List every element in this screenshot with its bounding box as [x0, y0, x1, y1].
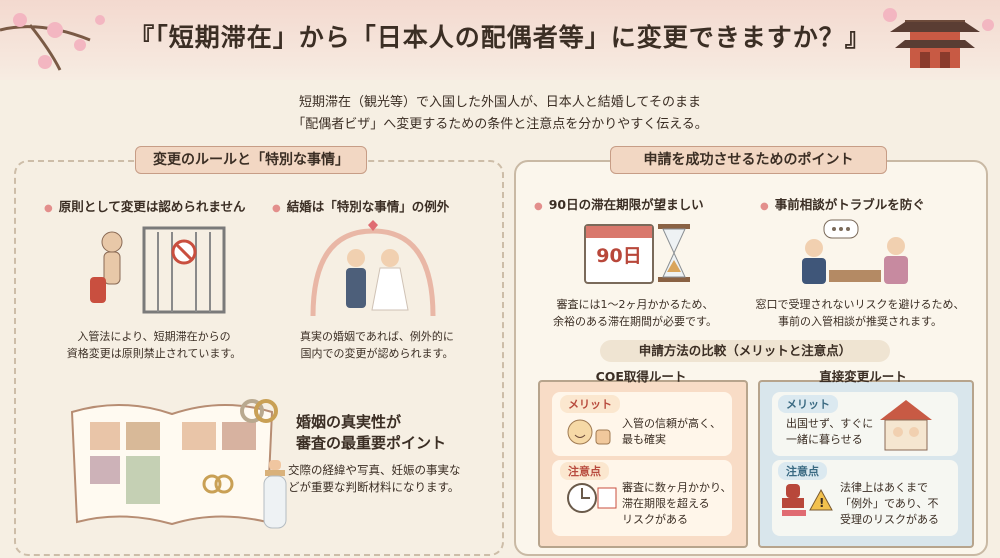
- stay-text-2: 余裕のある滞在期間が必要です。: [553, 315, 717, 328]
- exception-text-1: 真実の婚姻であれば、例外的に: [300, 330, 454, 343]
- coe-merit-2: 最も確実: [622, 433, 666, 446]
- house-icon: [880, 400, 932, 451]
- consult-text-1: 窓口で受理されないリスクを避けるため、: [755, 298, 965, 311]
- rings-icon: [240, 399, 278, 423]
- direct-title: 直接変更ルート: [819, 369, 907, 384]
- title-band: [0, 0, 1000, 80]
- direct-merit-2: 一緒に暮らせる: [786, 433, 863, 446]
- principle-text-2: 資格変更は原則禁止されています。: [66, 347, 242, 360]
- authenticity-text: 交際の経緯や写真、妊娠の事実な どが重要な判断材料になります。: [288, 462, 488, 496]
- stamp-icon: [782, 484, 806, 516]
- stay-text-1: 審査には1～2ヶ月かかるため、: [556, 298, 714, 311]
- warning-icon: !: [809, 488, 833, 511]
- calendar-label: 90日: [596, 245, 642, 267]
- svg-text:!: !: [819, 496, 824, 510]
- direct-caution-label: 注意点: [778, 462, 827, 480]
- page-title: 『「短期滞在」から「日本人の配偶者等」に変更できますか？』: [129, 23, 871, 52]
- intro-line-2: 「配偶者ビザ」へ変更するための条件と注意点を分かりやすく伝える。: [292, 117, 708, 132]
- left-section-header: 変更のルールと「特別な事情」: [135, 146, 367, 174]
- exception-text-2: 国内での変更が認められます。: [300, 347, 454, 360]
- gate-no-entry-icon: [90, 226, 226, 314]
- temple-icon: [883, 8, 994, 68]
- coe-caution-2: 滞在期限を超える: [622, 497, 710, 510]
- direct-caution-2: 「例外」であり、不: [840, 497, 939, 510]
- coe-merit-1: 入管の信頼が高く、: [622, 417, 721, 430]
- authenticity-title-1: 婚姻の真実性が: [296, 413, 402, 431]
- coe-merit-label: メリット: [560, 395, 620, 413]
- direct-merit-label: メリット: [778, 395, 838, 413]
- direct-caution-3: 受理のリスクがある: [840, 513, 939, 526]
- stay-text: 審査には1～2ヶ月かかるため、 余裕のある滞在期間が必要です。: [530, 296, 740, 330]
- authenticity-text-1: 交際の経緯や写真、妊娠の事実な: [288, 463, 461, 477]
- principle-text-1: 入管法により、短期滞在からの: [77, 330, 231, 343]
- principle-heading: 原則として変更は認められません: [44, 196, 246, 215]
- direct-caution-text: 法律上はあくまで 「例外」であり、不 受理のリスクがある: [840, 480, 939, 528]
- wedding-couple-icon: [310, 220, 436, 317]
- thumbs-up-icon: [567, 419, 611, 445]
- baby-bottle-icon: [263, 460, 287, 529]
- principle-text: 入管法により、短期滞在からの 資格変更は原則禁止されています。: [44, 328, 264, 362]
- hourglass-icon: [658, 224, 690, 282]
- direct-caution-1: 法律上はあくまで: [840, 481, 928, 494]
- direct-merit-text: 出国せず、すぐに 一緒に暮らせる: [786, 416, 873, 448]
- coe-caution-1: 審査に数ヶ月かかり、: [622, 481, 732, 494]
- intro-text: 短期滞在（観光等）で入国した外国人が、日本人と結婚してそのまま 「配偶者ビザ」へ…: [220, 92, 780, 136]
- photo-album-icon: [70, 403, 274, 526]
- direct-merit-1: 出国せず、すぐに: [786, 417, 874, 430]
- authenticity-text-2: どが重要な判断材料になります。: [288, 480, 460, 494]
- cherry-blossom-icon: [0, 13, 105, 71]
- consult-text: 窓口で受理されないリスクを避けるため、 事前の入管相談が推奨されます。: [742, 296, 978, 330]
- coe-title: COE取得ルート: [595, 369, 687, 384]
- authenticity-title: 婚姻の真実性が 審査の最重要ポイント: [296, 412, 446, 454]
- calendar-icon: 90日: [584, 224, 654, 284]
- coe-caution-text: 審査に数ヶ月かかり、 滞在期限を超える リスクがある: [622, 480, 732, 528]
- stay-heading: 90日の滞在期限が望ましい: [534, 194, 704, 213]
- intro-line-1: 短期滞在（観光等）で入国した外国人が、日本人と結婚してそのまま: [299, 95, 701, 110]
- clock-icon: [567, 483, 617, 513]
- authenticity-title-2: 審査の最重要ポイント: [296, 434, 447, 452]
- consultation-icon: [802, 219, 908, 284]
- right-section-header: 申請を成功させるためのポイント: [610, 146, 887, 174]
- compare-header: 申請方法の比較（メリットと注意点）: [600, 340, 890, 362]
- consult-text-2: 事前の入管相談が推奨されます。: [778, 315, 942, 328]
- exception-text: 真実の婚姻であれば、例外的に 国内での変更が認められます。: [272, 328, 482, 362]
- coe-caution-3: リスクがある: [622, 513, 688, 526]
- consult-heading: 事前相談がトラブルを防ぐ: [760, 194, 925, 213]
- coe-caution-label: 注意点: [560, 462, 609, 480]
- coe-merit-text: 入管の信頼が高く、 最も確実: [622, 416, 721, 448]
- exception-heading: 結婚は「特別な事情」の例外: [272, 196, 450, 215]
